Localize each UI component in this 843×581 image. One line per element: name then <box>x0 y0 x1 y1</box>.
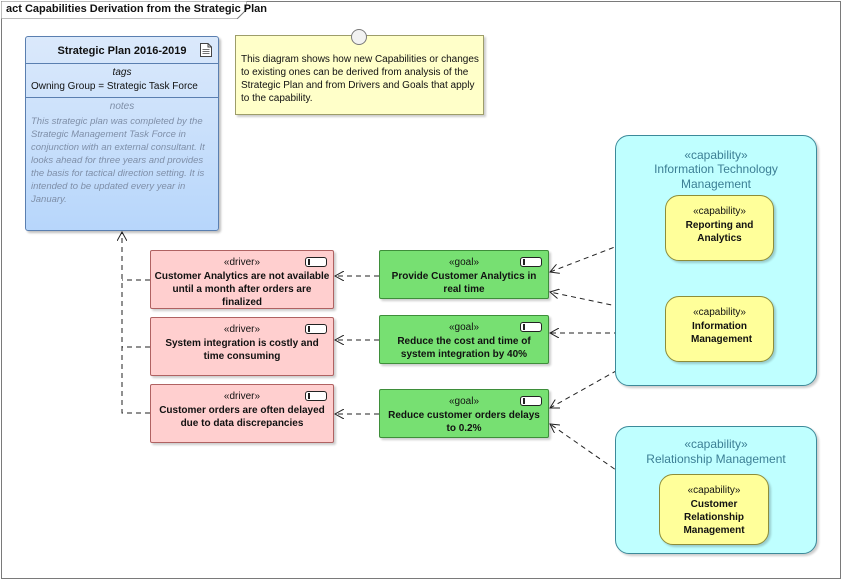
driver-name: Customer orders are often delayed due to… <box>159 405 325 429</box>
capability-group-stereotype: «capability» <box>684 437 748 451</box>
strategic-plan-title: Strategic Plan 2016-2019 <box>57 45 187 57</box>
tags-compartment-header: tags <box>112 67 132 78</box>
strategic-plan-artifact[interactable]: Strategic Plan 2016-2019 tags Owning Gro… <box>25 36 219 231</box>
goal-customer-analytics[interactable]: «goal» Provide Customer Analytics in rea… <box>379 250 549 299</box>
element-glyph-icon <box>305 391 327 401</box>
capability-group-name: Information Technology Management <box>654 162 778 191</box>
capability-reporting-analytics[interactable]: «capability» Reporting and Analytics <box>665 195 774 261</box>
capability-information-management[interactable]: «capability» Information Management <box>665 296 774 362</box>
driver-system-integration[interactable]: «driver» System integration is costly an… <box>150 317 334 376</box>
driver-name: System integration is costly and time co… <box>165 338 319 362</box>
capability-stereotype: «capability» <box>687 485 741 496</box>
capability-name: Reporting and Analytics <box>685 220 754 244</box>
diagram-title: act Capabilities Derivation from the Str… <box>6 3 268 15</box>
driver-customer-orders[interactable]: «driver» Customer orders are often delay… <box>150 384 334 443</box>
frame-title-tab <box>1 1 247 19</box>
driver-stereotype: «driver» <box>223 391 261 402</box>
driver-stereotype: «driver» <box>223 324 261 335</box>
element-glyph-icon <box>305 324 327 334</box>
capability-stereotype: «capability» <box>693 206 746 217</box>
element-glyph-icon <box>520 322 542 332</box>
driver-customer-analytics[interactable]: «driver» Customer Analytics are not avai… <box>150 250 334 309</box>
capability-name: Information Management <box>691 321 753 345</box>
goal-stereotype: «goal» <box>448 322 480 333</box>
goal-stereotype: «goal» <box>448 396 480 407</box>
goal-stereotype: «goal» <box>448 257 480 268</box>
goal-system-integration[interactable]: «goal» Reduce the cost and time of syste… <box>379 315 549 364</box>
driver-name: Customer Analytics are not available unt… <box>154 271 330 308</box>
notes-compartment-header: notes <box>109 101 135 112</box>
goal-name: Reduce customer orders delays to 0.2% <box>388 410 540 434</box>
capability-customer-relationship-management[interactable]: «capability» Customer Relationship Manag… <box>659 474 769 545</box>
note-text: This diagram shows how new Capabilities … <box>241 54 479 104</box>
diagram-note[interactable]: This diagram shows how new Capabilities … <box>235 29 484 115</box>
capability-stereotype: «capability» <box>693 307 746 318</box>
element-glyph-icon <box>520 396 542 406</box>
goal-order-delays[interactable]: «goal» Reduce customer orders delays to … <box>379 389 549 438</box>
compartment-divider <box>26 63 218 64</box>
element-glyph-icon <box>520 257 542 267</box>
element-glyph-icon <box>305 257 327 267</box>
capability-name: Customer Relationship Management <box>683 499 745 536</box>
note-pin-icon <box>351 29 367 45</box>
document-icon <box>200 43 212 57</box>
driver-stereotype: «driver» <box>223 257 261 268</box>
capability-group-name: Relationship Management <box>646 452 786 466</box>
strategic-plan-notes: This strategic plan was completed by the… <box>31 116 205 205</box>
goal-name: Provide Customer Analytics in real time <box>391 271 537 295</box>
owning-group-tag: Owning Group = Strategic Task Force <box>31 81 198 92</box>
compartment-divider <box>26 97 218 98</box>
capability-group-stereotype: «capability» <box>684 148 748 162</box>
goal-name: Reduce the cost and time of system integ… <box>397 336 531 360</box>
